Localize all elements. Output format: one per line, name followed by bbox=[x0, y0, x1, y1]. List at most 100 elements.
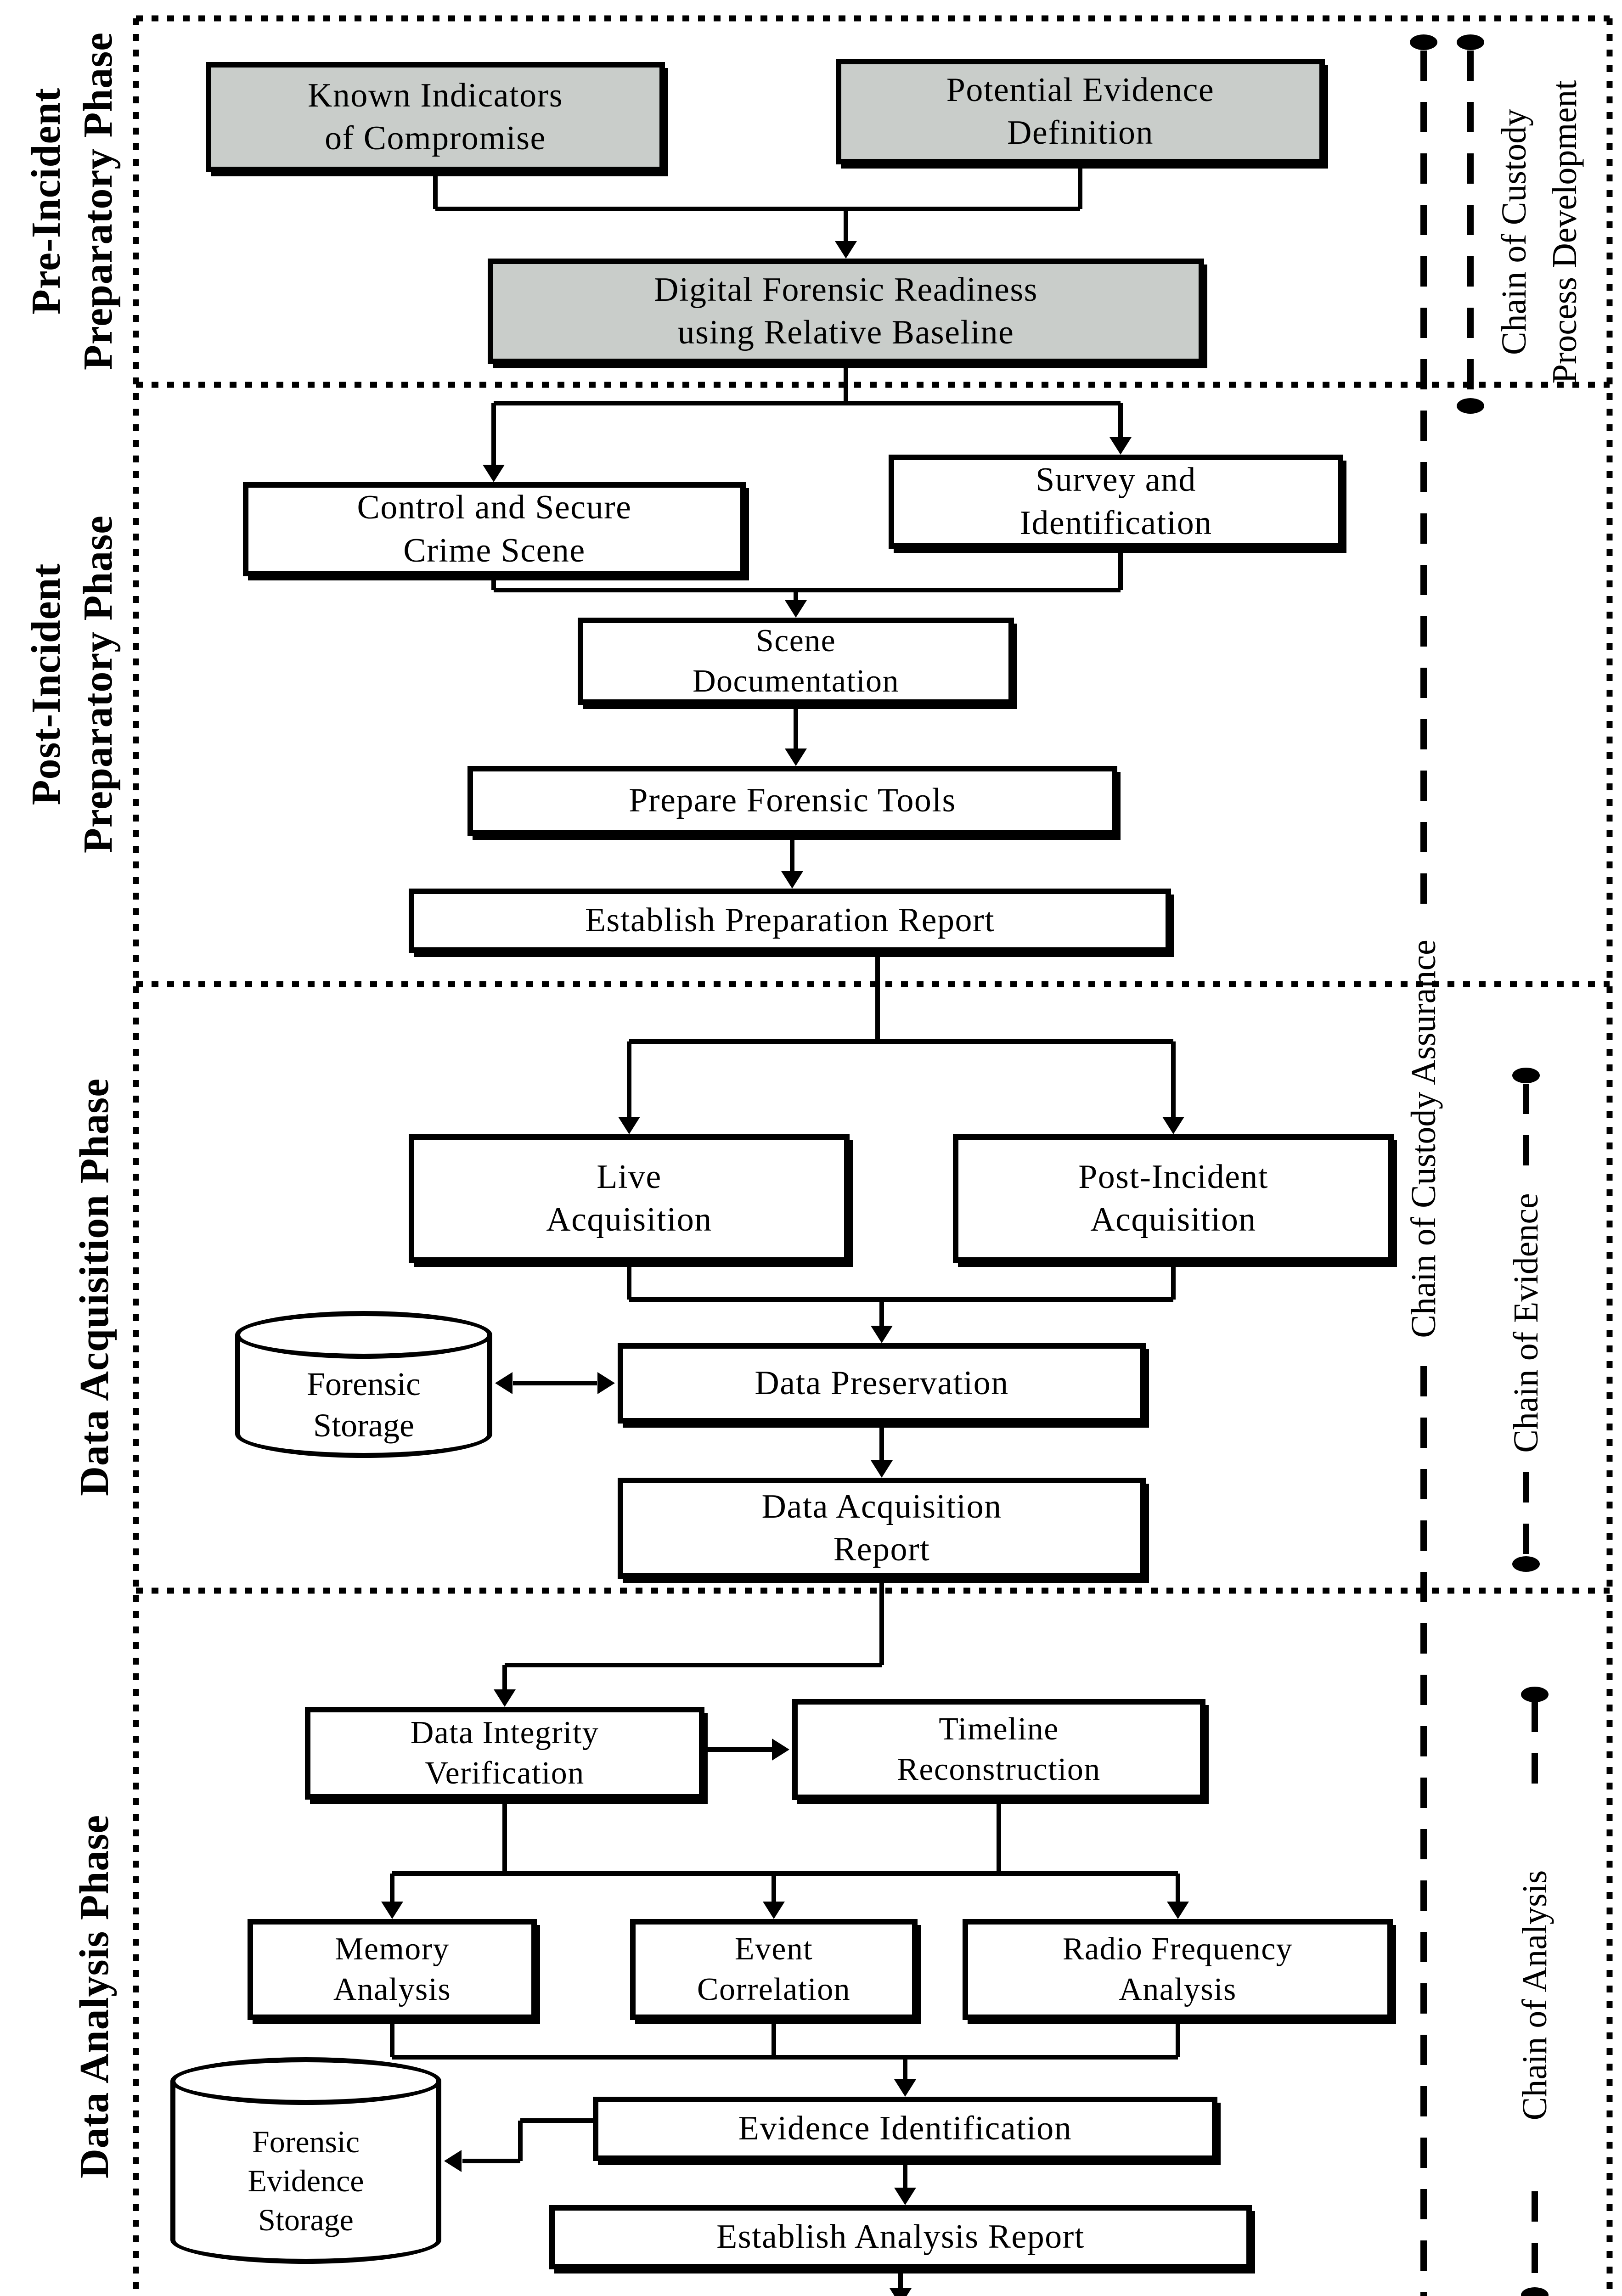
endpoint-dot bbox=[1457, 34, 1484, 50]
node-label-line: Acquisition bbox=[1090, 1201, 1256, 1238]
phase-label-text: Preparatory Phase bbox=[75, 32, 121, 370]
node-label-line: Acquisition bbox=[546, 1201, 712, 1238]
node-label-line: Data Integrity bbox=[410, 1715, 599, 1750]
phase-label-text: Data Acquisition Phase bbox=[71, 1078, 117, 1496]
node-label-line: Analysis bbox=[333, 1972, 451, 2007]
node-establish-preparation-report: Establish Preparation Report bbox=[409, 889, 1171, 953]
node-label-line: Event bbox=[734, 1931, 813, 1967]
node-label-line: Identification bbox=[1019, 504, 1212, 542]
node-label-line: Memory bbox=[335, 1931, 450, 1967]
node-label-line: Known Indicators bbox=[308, 76, 563, 114]
node-label-line: Forensic bbox=[307, 1366, 421, 1402]
node-establish-analysis-report: Establish Analysis Report bbox=[549, 2205, 1252, 2269]
node-label-line: Verification bbox=[425, 1756, 585, 1791]
chain-of-evidence-label: Chain of Evidence bbox=[1503, 1171, 1549, 1474]
connector-indicators-to-readiness bbox=[433, 163, 1082, 243]
connector-readiness-split bbox=[491, 364, 1123, 467]
node-data-integrity-verification: Data Integrity Verification bbox=[305, 1707, 704, 1800]
chain-label-text: Process Development bbox=[1545, 80, 1584, 384]
node-label-line: Definition bbox=[1007, 114, 1154, 152]
chain-lines bbox=[1420, 51, 1538, 2296]
forensic-storage-label: Forensic Storage bbox=[235, 1359, 492, 1451]
arrow-into-survey bbox=[1109, 437, 1132, 455]
cylinder-top-ellipse bbox=[235, 1311, 492, 1359]
node-label-line: Post-Incident bbox=[1078, 1158, 1268, 1196]
node-prepare-forensic-tools: Prepare Forensic Tools bbox=[467, 766, 1117, 836]
node-label-line: Establish Analysis Report bbox=[716, 2218, 1085, 2256]
forensic-evidence-storage-cylinder: Forensic Evidence Storage bbox=[170, 2057, 441, 2264]
connector-to-evidence-identification bbox=[390, 2020, 1180, 2082]
node-label-line: Survey and bbox=[1036, 461, 1196, 499]
connector-to-preservation bbox=[627, 1263, 1176, 1328]
node-label-line: Data Preservation bbox=[755, 1364, 1009, 1402]
node-label-line: Evidence bbox=[248, 2163, 364, 2198]
arrow-into-readiness bbox=[835, 241, 857, 259]
chain-of-custody-label: Chain of Custody bbox=[1491, 25, 1537, 439]
arrow-into-prepare-tools bbox=[785, 748, 807, 766]
arrow-into-timeline bbox=[772, 1739, 789, 1761]
arrow-into-data-preservation bbox=[871, 1326, 893, 1343]
node-label-line: Potential Evidence bbox=[946, 71, 1215, 109]
cylinder-body bbox=[170, 2081, 441, 2264]
arrow-into-evidence-identification bbox=[894, 2079, 916, 2097]
cylinder-top-ellipse bbox=[170, 2057, 441, 2105]
chain-label-text: Chain of Custody bbox=[1494, 108, 1533, 355]
arrow-into-acquisition-report bbox=[871, 1460, 893, 1478]
node-label-line: Radio Frequency bbox=[1062, 1931, 1293, 1967]
node-label-line: Correlation bbox=[697, 1972, 851, 2007]
chain-of-analysis-label: Chain of Analysis bbox=[1512, 1848, 1558, 2142]
node-survey-identification: Survey and Identification bbox=[889, 455, 1343, 549]
node-potential-evidence-definition: Potential Evidence Definition bbox=[836, 59, 1325, 164]
phase-label-post-incident-line2: Preparatory Phase bbox=[73, 455, 123, 914]
chain-label-text: Chain of Custody Assurance bbox=[1404, 940, 1443, 1338]
node-label-line: Documentation bbox=[693, 664, 899, 699]
node-scene-documentation: Scene Documentation bbox=[578, 618, 1014, 705]
phase-label-post-incident-line1: Post-Incident bbox=[21, 455, 71, 914]
arrow-into-rf-analysis bbox=[1167, 1902, 1189, 1919]
phase-label-data-acquisition: Data Acquisition Phase bbox=[69, 943, 119, 1632]
chain-of-custody-assurance-label: Chain of Custody Assurance bbox=[1401, 909, 1447, 1368]
node-label-line: of Compromise bbox=[325, 119, 546, 157]
connector-to-scene-documentation bbox=[491, 549, 1123, 603]
connector-acquisition-split bbox=[627, 953, 1176, 1120]
arrowheads bbox=[381, 241, 1189, 2296]
arrow-into-data-integrity bbox=[494, 1689, 516, 1707]
connector-evidence-to-storage bbox=[462, 2118, 593, 2163]
phase-label-text: Preparatory Phase bbox=[75, 515, 121, 853]
phase-label-data-analysis: Data Analysis Phase bbox=[69, 1652, 119, 2296]
node-data-acquisition-report: Data Acquisition Report bbox=[618, 1478, 1146, 1579]
connector-report-to-integrity bbox=[502, 1579, 884, 1692]
node-label-line: Establish Preparation Report bbox=[585, 901, 995, 940]
endpoint-dot bbox=[1410, 34, 1437, 50]
node-label-line: Data Acquisition bbox=[761, 1487, 1002, 1525]
node-post-incident-acquisition: Post-Incident Acquisition bbox=[953, 1134, 1394, 1263]
node-timeline-reconstruction: Timeline Reconstruction bbox=[792, 1699, 1205, 1800]
dotted-frame bbox=[133, 15, 1613, 2296]
node-label-line: Prepare Forensic Tools bbox=[629, 782, 956, 820]
node-label-line: Storage bbox=[313, 1407, 414, 1444]
arrow-into-post-incident-acquisition bbox=[1162, 1117, 1184, 1134]
arrow-into-evidence-storage bbox=[444, 2150, 462, 2172]
endpoint-dot bbox=[1521, 2287, 1549, 2296]
node-known-indicators: Known Indicators of Compromise bbox=[206, 62, 665, 172]
node-label-line: Storage bbox=[258, 2202, 354, 2237]
flow-connectors bbox=[390, 163, 1180, 2291]
arrow-into-preparation-report bbox=[781, 871, 803, 889]
endpoint-dot bbox=[1457, 398, 1484, 414]
phase-label-text: Post-Incident bbox=[23, 563, 69, 805]
connector-analysis-split bbox=[390, 1800, 1180, 1904]
endpoint-dot bbox=[1512, 1556, 1540, 1572]
chain-line-endpoints bbox=[1410, 34, 1549, 2296]
process-development-label: Process Development bbox=[1542, 25, 1588, 439]
arrow-into-preservation-left bbox=[597, 1372, 615, 1394]
node-label-line: Crime Scene bbox=[403, 531, 586, 569]
node-evidence-identification: Evidence Identification bbox=[593, 2097, 1217, 2161]
node-label-line: Digital Forensic Readiness bbox=[654, 270, 1038, 309]
phase-label-pre-incident-line2: Preparatory Phase bbox=[73, 0, 123, 431]
node-label-line: Scene bbox=[755, 623, 836, 658]
chain-label-text: Chain of Evidence bbox=[1506, 1193, 1545, 1453]
arrow-into-live-acquisition bbox=[618, 1117, 640, 1134]
arrow-into-memory-analysis bbox=[381, 1902, 403, 1919]
